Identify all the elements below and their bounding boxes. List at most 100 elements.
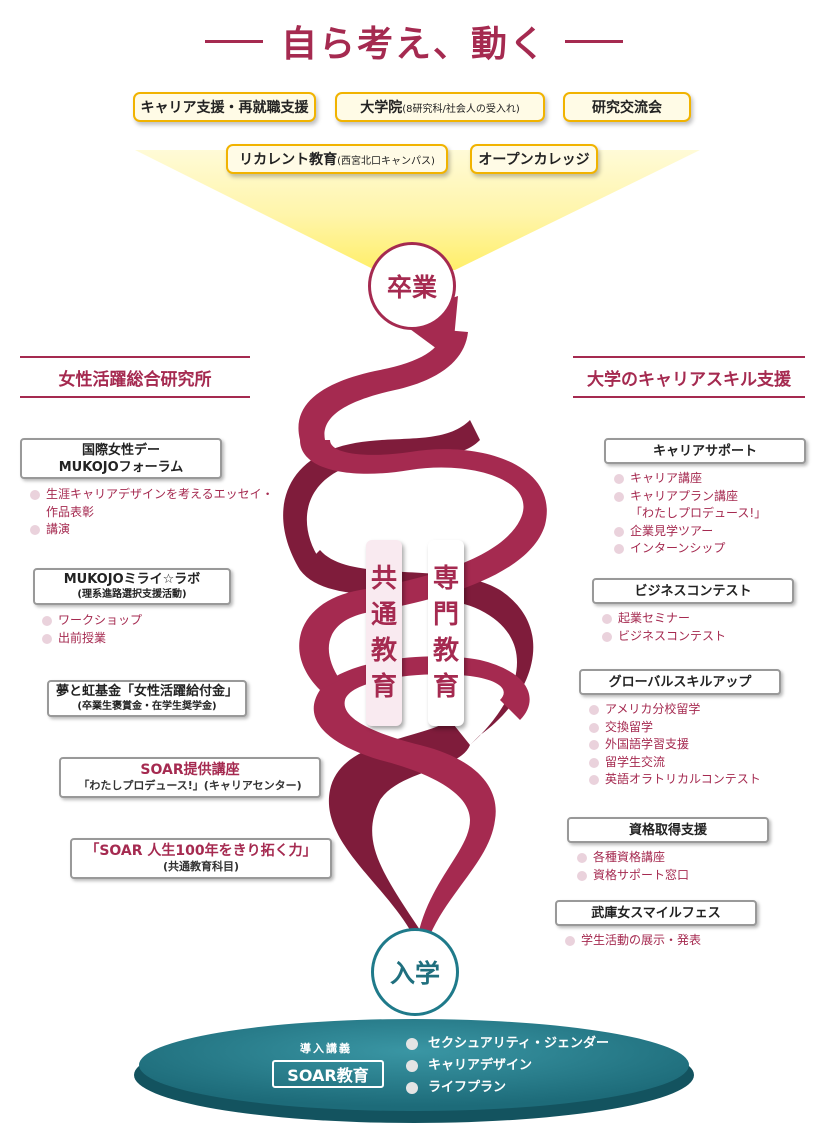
global-skill-box: グローバルスキルアップ [579, 669, 781, 695]
soar-education-box: SOAR教育 [272, 1060, 384, 1088]
common-edu-char: 共 [370, 564, 397, 594]
womens-day-forum-box: 国際女性デー MUKOJOフォーラム [20, 438, 222, 479]
graduation-label: 卒業 [386, 273, 437, 302]
list-item: インターンシップ [614, 540, 766, 558]
rainbow-fund-line1: 夢と虹基金「女性活躍給付金」 [55, 684, 238, 699]
list-item: 外国語学習支援 [589, 736, 761, 754]
common-edu-char: 教 [370, 636, 397, 666]
list-item: ビジネスコンテスト [602, 628, 726, 646]
soar-course-box: SOAR提供講座 「わたしプロデュース!」(キャリアセンター) [59, 757, 321, 798]
womens-day-line1: 国際女性デー [81, 442, 160, 458]
business-contest-list: 起業セミナー ビジネスコンテスト [602, 610, 726, 645]
business-contest-box: ビジネスコンテスト [592, 578, 794, 604]
list-item: 各種資格講座 [577, 849, 689, 867]
specialized-edu-char: 育 [432, 672, 459, 702]
recurrent-education-sub: (西宮北口キャンパス) [337, 155, 435, 167]
business-contest-label: ビジネスコンテスト [634, 583, 752, 599]
open-college-label: オープンカレッジ [478, 152, 590, 168]
womens-day-line2: MUKOJOフォーラム [58, 459, 184, 475]
entrance-circle: 入学 [371, 928, 459, 1016]
list-item: キャリアデザイン [406, 1055, 609, 1077]
rainbow-fund-box: 夢と虹基金「女性活躍給付金」 (卒業生褒賞金・在学生奨学金) [47, 680, 247, 717]
list-item: 起業セミナー [602, 610, 726, 628]
smile-fest-label: 武庫女スマイルフェス [591, 905, 721, 921]
soar-course-line1: SOAR提供講座 [140, 762, 240, 778]
open-college-box: オープンカレッジ [470, 144, 598, 174]
recurrent-education-box: リカレント教育 (西宮北口キャンパス) [226, 144, 448, 174]
entrance-label: 入学 [389, 959, 440, 988]
title-text: 自ら考え、動く [280, 24, 547, 65]
left-section-header: 女性活躍総合研究所 [20, 356, 250, 398]
soar-100-box: 「SOAR 人生100年をきり拓く力」 (共通教育科目) [70, 838, 332, 879]
mirai-lab-line2: (理系進路選択支援活動) [77, 589, 187, 600]
list-item: 英語オラトリカルコンテスト [589, 771, 761, 789]
soar-education-label: SOAR教育 [287, 1066, 369, 1085]
career-support-list: キャリア講座 キャリアプラン講座 「わたしプロデュース!」 企業見学ツアー イン… [614, 470, 766, 558]
spiral-ribbon-front [298, 296, 547, 935]
career-support-service-box: キャリアサポート [604, 438, 806, 464]
common-education-label: 共 通 教 育 [366, 540, 402, 726]
light-beam [135, 150, 700, 270]
ribbon-front-3 [298, 330, 468, 440]
womens-day-list: 生涯キャリアデザインを考えるエッセイ・ 作品表彰 講演 [30, 486, 274, 539]
list-item: 企業見学ツアー [614, 523, 766, 541]
specialized-edu-char: 専 [432, 564, 459, 594]
mirai-lab-line1: MUKOJOミライ☆ラボ [63, 572, 201, 587]
smile-fest-box: 武庫女スマイルフェス [555, 900, 757, 926]
list-item: 講演 [30, 521, 274, 539]
graduate-school-sub: (8研究科/社会人の受入れ) [402, 103, 520, 115]
list-item: 留学生交流 [589, 754, 761, 772]
ribbon-front-1 [313, 656, 530, 935]
research-exchange-box: 研究交流会 [563, 92, 691, 122]
title-rule-right [565, 39, 623, 43]
career-support-service-label: キャリアサポート [652, 443, 757, 459]
list-item: 出前授業 [42, 630, 142, 648]
ribbon-back-1 [328, 720, 470, 930]
list-item: セクシュアリティ・ジェンダー [406, 1033, 609, 1055]
specialized-edu-char: 門 [432, 600, 459, 630]
rainbow-fund-line2: (卒業生褒賞金・在学生奨学金) [77, 701, 217, 712]
intro-topics-list: セクシュアリティ・ジェンダー キャリアデザイン ライフプラン [406, 1033, 609, 1099]
specialized-education-label: 専 門 教 育 [428, 540, 464, 726]
list-item: 生涯キャリアデザインを考えるエッセイ・ [30, 486, 274, 504]
list-item: ワークショップ [42, 612, 142, 630]
list-item: アメリカ分校留学 [589, 701, 761, 719]
ribbon-back-2 [300, 550, 534, 745]
common-edu-char: 育 [370, 672, 397, 702]
qualification-list: 各種資格講座 資格サポート窓口 [577, 849, 689, 884]
main-title: 自ら考え、動く [0, 16, 828, 66]
smile-fest-list: 学生活動の展示・発表 [565, 932, 701, 950]
specialized-edu-char: 教 [432, 636, 459, 666]
global-skill-label: グローバルスキルアップ [608, 674, 752, 690]
intro-lecture-label: 導入講義 [300, 1042, 352, 1055]
list-item: 学生活動の展示・発表 [565, 932, 701, 950]
graduation-circle: 卒業 [368, 242, 456, 330]
list-item: キャリア講座 [614, 470, 766, 488]
qualification-label: 資格取得支援 [628, 822, 707, 838]
ribbon-front-2 [299, 440, 547, 690]
list-item: 交換留学 [589, 719, 761, 737]
soar-100-line1: 「SOAR 人生100年をきり拓く力」 [85, 843, 317, 859]
mirai-lab-box: MUKOJOミライ☆ラボ (理系進路選択支援活動) [33, 568, 231, 605]
list-item: キャリアプラン講座 [614, 488, 766, 506]
career-support-box: キャリア支援・再就職支援 [133, 92, 316, 122]
career-support-label: キャリア支援・再就職支援 [140, 100, 309, 116]
common-edu-char: 通 [370, 600, 397, 630]
list-item: 作品表彰 [46, 504, 95, 519]
list-item: 「わたしプロデュース!」 [630, 506, 767, 520]
graduate-school-label: 大学院 [360, 100, 403, 116]
qualification-box: 資格取得支援 [567, 817, 769, 843]
graduate-school-box: 大学院 (8研究科/社会人の受入れ) [335, 92, 545, 122]
global-skill-list: アメリカ分校留学 交換留学 外国語学習支援 留学生交流 英語オラトリカルコンテス… [589, 701, 761, 789]
list-item: ライフプラン [406, 1077, 609, 1099]
soar-course-line2: 「わたしプロデュース!」(キャリアセンター) [78, 779, 302, 792]
left-header-text: 女性活躍総合研究所 [58, 369, 212, 390]
list-item: 資格サポート窓口 [577, 867, 689, 885]
research-exchange-label: 研究交流会 [592, 100, 662, 116]
recurrent-education-label: リカレント教育 [239, 152, 338, 168]
mirai-lab-list: ワークショップ 出前授業 [42, 612, 142, 647]
title-rule-left [204, 39, 263, 43]
right-header-text: 大学のキャリアスキル支援 [587, 369, 791, 390]
right-section-header: 大学のキャリアスキル支援 [573, 356, 805, 398]
